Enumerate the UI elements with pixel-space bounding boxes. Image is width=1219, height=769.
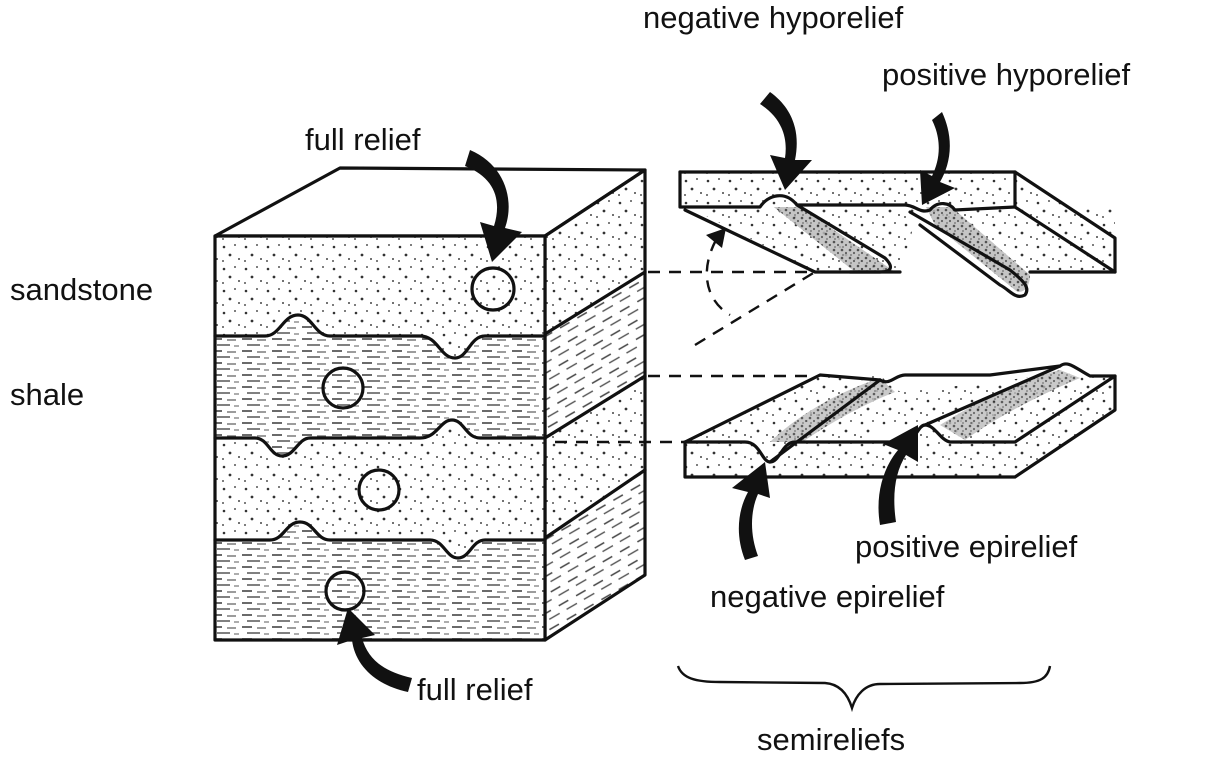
label-negative-epirelief: negative epirelief <box>710 579 945 614</box>
block-side-sandstone-1 <box>545 170 645 334</box>
arrow-full-relief-top <box>465 150 522 262</box>
block-side-sandstone-2 <box>545 376 645 538</box>
label-full-relief-bottom: full relief <box>417 672 533 707</box>
burrow-full-relief-1 <box>470 266 516 312</box>
label-negative-hyporelief: negative hyporelief <box>643 0 904 35</box>
label-full-relief-top: full relief <box>305 122 421 157</box>
label-positive-epirelief: positive epirelief <box>855 529 1078 564</box>
label-sandstone: sandstone <box>10 272 153 307</box>
semireliefs-brace <box>676 665 1052 713</box>
label-shale: shale <box>10 377 84 412</box>
upper-slab-hyporelief <box>678 170 1117 317</box>
stratigraphic-block <box>213 166 647 642</box>
layer-sandstone-2 <box>215 420 545 558</box>
label-semireliefs: semireliefs <box>757 722 905 757</box>
arrow-positive-epirelief <box>878 425 918 525</box>
flip-arrow-head <box>706 228 726 248</box>
layer-shale-2 <box>215 522 545 640</box>
label-positive-hyporelief: positive hyporelief <box>882 57 1131 92</box>
arrow-positive-hyporelief <box>920 112 955 205</box>
burrow-full-relief-4 <box>324 570 366 612</box>
burrow-2 <box>321 366 365 410</box>
layer-shale-1 <box>215 315 545 456</box>
burrow-3 <box>357 468 401 512</box>
arrow-full-relief-bottom <box>337 608 412 692</box>
lower-slab-epirelief <box>683 362 1117 479</box>
block-side-shale-1 <box>545 272 645 438</box>
pointer-arrows <box>337 92 955 692</box>
layer-sandstone-1 <box>215 236 545 358</box>
dashed-link-2 <box>694 270 816 347</box>
arrow-negative-epirelief <box>732 462 770 560</box>
block-side-shale-2 <box>545 470 645 640</box>
arrow-negative-hyporelief <box>760 92 812 190</box>
